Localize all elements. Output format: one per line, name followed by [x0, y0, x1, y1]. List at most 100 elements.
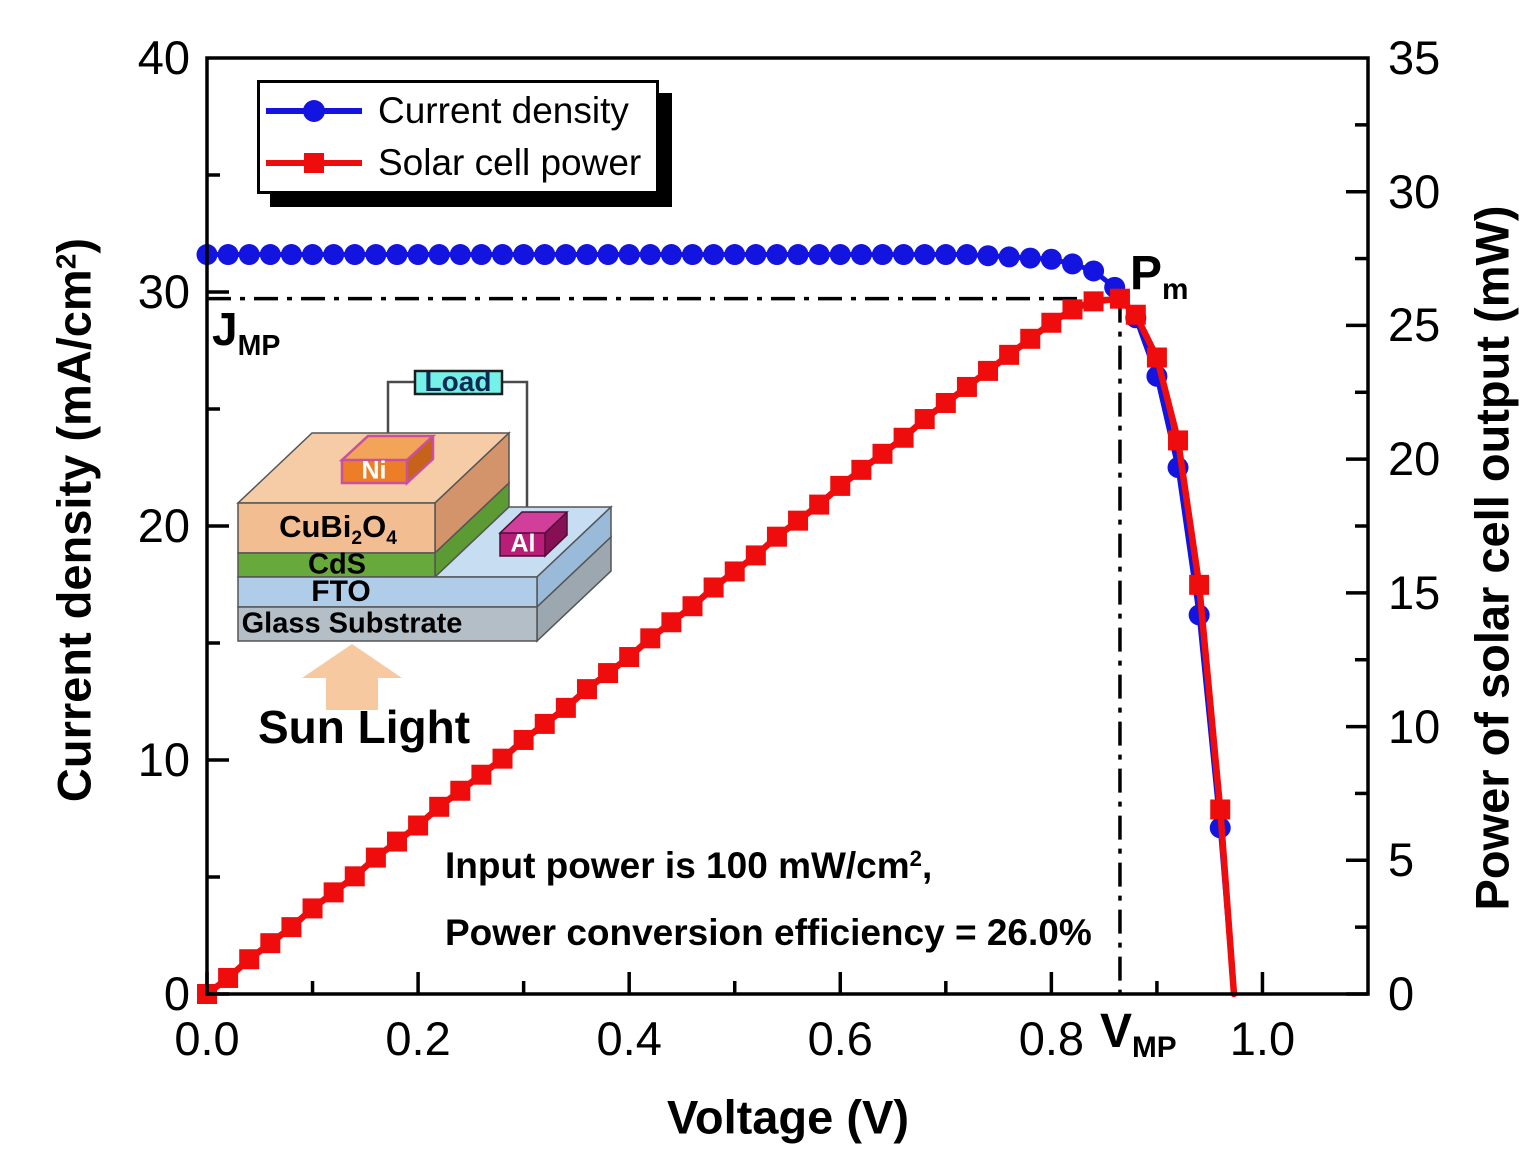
- note-line1-text: Input power is 100 mW/cm: [445, 845, 910, 886]
- data-point-circle: [703, 244, 725, 266]
- data-point-square: [555, 697, 576, 718]
- y-right-tick-label: 10: [1388, 699, 1441, 753]
- data-point-square: [914, 409, 935, 430]
- data-point-square: [1168, 430, 1189, 451]
- ni-contact-outline: [338, 434, 437, 486]
- data-point-circle: [555, 244, 577, 266]
- data-point-square: [513, 729, 534, 750]
- glass-substrate-label: Glass Substrate: [241, 607, 463, 640]
- data-point-square: [640, 628, 661, 649]
- data-point-circle: [238, 244, 260, 266]
- data-point-circle: [576, 244, 598, 266]
- ni-contact-top: [342, 436, 433, 460]
- data-point-square: [218, 967, 239, 988]
- jmp-annotation: JMP: [212, 302, 280, 362]
- load-box-border: [413, 369, 504, 396]
- data-point-square: [1041, 312, 1062, 333]
- data-point-circle: [597, 244, 619, 266]
- data-point-square: [893, 427, 914, 448]
- data-point-square: [386, 831, 407, 852]
- y-right-tick-label: 30: [1388, 164, 1441, 218]
- cubi-text-1: CuBi: [279, 509, 352, 544]
- al-contact-outline: [498, 511, 569, 558]
- data-point-square: [682, 596, 703, 617]
- data-point-square: [745, 545, 766, 566]
- data-point-circle: [365, 244, 387, 266]
- data-point-circle: [1019, 247, 1041, 269]
- cubi-text-2: O: [362, 509, 387, 544]
- x-tick-label: 0.6: [807, 1012, 873, 1065]
- data-point-circle: [217, 244, 239, 266]
- data-point-square: [598, 663, 619, 684]
- y-right-tick-label: 20: [1388, 432, 1441, 486]
- data-point-square: [703, 577, 724, 598]
- data-point-square: [344, 866, 365, 887]
- data-point-square: [1020, 328, 1041, 349]
- note-line1-superscript: 2: [909, 845, 922, 871]
- y-left-title-close: ): [47, 237, 101, 254]
- y-right-tick-label: 25: [1388, 298, 1441, 352]
- data-point-square: [471, 764, 492, 785]
- data-point-circle: [323, 244, 345, 266]
- data-point-circle: [893, 244, 915, 266]
- data-point-circle: [829, 244, 851, 266]
- y-left-tick-label: 10: [137, 733, 190, 786]
- legend-marker-current-density: [266, 99, 362, 123]
- ni-contact-side: [407, 436, 433, 483]
- vmp-annotation: VMP: [1100, 1004, 1177, 1064]
- data-point-circle: [660, 244, 682, 266]
- data-point-square: [851, 459, 872, 480]
- data-point-square: [1109, 288, 1130, 309]
- al-contact-front: [500, 533, 545, 556]
- data-point-circle: [977, 245, 999, 267]
- ni-contact-label: Ni: [361, 456, 387, 485]
- data-point-square: [1146, 347, 1167, 368]
- data-point-square: [492, 748, 513, 769]
- x-tick-label: 0.2: [385, 1012, 451, 1065]
- data-point-circle: [766, 244, 788, 266]
- y-left-tick-label: 20: [137, 499, 190, 552]
- vmp-subscript: MP: [1132, 1031, 1177, 1065]
- cds-layer-label: CdS: [308, 548, 366, 581]
- y-left-tick-label: 30: [137, 265, 190, 318]
- data-point-square: [1083, 291, 1104, 312]
- legend-label-solar-cell-power: Solar cell power: [378, 142, 642, 184]
- data-point-square: [1062, 299, 1083, 320]
- pm-subscript: m: [1162, 273, 1189, 307]
- legend-item-solar-cell-power: Solar cell power: [260, 138, 656, 188]
- data-point-circle: [808, 244, 830, 266]
- cubi2o4-front-face: [237, 502, 436, 554]
- legend-label-current-density: Current density: [378, 89, 629, 131]
- data-point-square: [788, 510, 809, 531]
- data-point-circle: [470, 244, 492, 266]
- fto-front-face: [237, 576, 538, 608]
- data-point-circle: [935, 244, 957, 266]
- wire-right: [502, 380, 529, 534]
- data-point-circle: [1061, 253, 1083, 275]
- legend-item-current-density: Current density: [260, 86, 656, 136]
- al-contact-side: [545, 512, 567, 556]
- data-point-square: [830, 475, 851, 496]
- data-point-circle: [956, 244, 978, 266]
- data-point-square: [809, 494, 830, 515]
- data-point-circle: [449, 244, 471, 266]
- data-point-circle: [280, 244, 302, 266]
- pm-symbol: P: [1130, 247, 1163, 300]
- data-point-square: [1189, 574, 1210, 595]
- data-point-circle: [407, 244, 429, 266]
- data-point-square: [365, 847, 386, 868]
- input-power-note: Input power is 100 mW/cm2,: [445, 845, 932, 887]
- data-point-circle: [492, 244, 514, 266]
- y-left-tick-label: 40: [137, 31, 190, 84]
- x-tick-label: 0.0: [174, 1012, 240, 1065]
- data-point-square: [534, 713, 555, 734]
- x-tick-label: 0.4: [596, 1012, 662, 1065]
- cubi2o4-layer-label: CuBi2O4: [279, 509, 397, 549]
- data-point-circle: [1040, 248, 1062, 270]
- data-point-circle: [787, 244, 809, 266]
- data-point-square: [429, 796, 450, 817]
- data-point-circle: [745, 244, 767, 266]
- data-point-square: [302, 898, 323, 919]
